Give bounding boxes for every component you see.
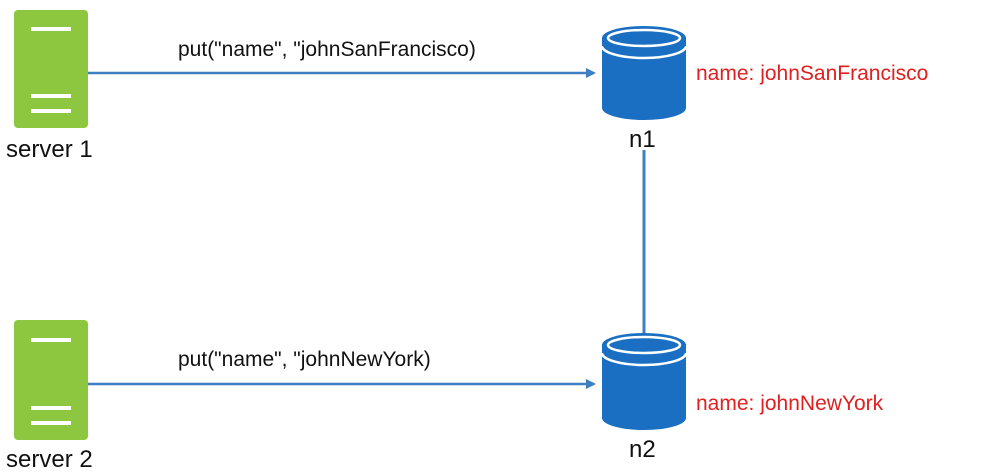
server-2-label: server 2 — [6, 446, 93, 473]
server-1-label: server 1 — [6, 136, 93, 163]
operation-2-label: put("name", "johnNewYork) — [178, 348, 431, 371]
node-n2-label: n2 — [629, 436, 656, 463]
node-n1-value: name: johnSanFrancisco — [696, 62, 929, 85]
operation-1-label: put("name", "johnSanFrancisco) — [178, 38, 476, 61]
server-1-icon — [14, 10, 88, 128]
database-n1-icon — [600, 26, 688, 120]
node-n1-label: n1 — [629, 126, 656, 153]
server-2-icon — [14, 320, 88, 440]
database-n2-icon — [600, 333, 688, 430]
node-n2-value: name: johnNewYork — [696, 392, 884, 415]
